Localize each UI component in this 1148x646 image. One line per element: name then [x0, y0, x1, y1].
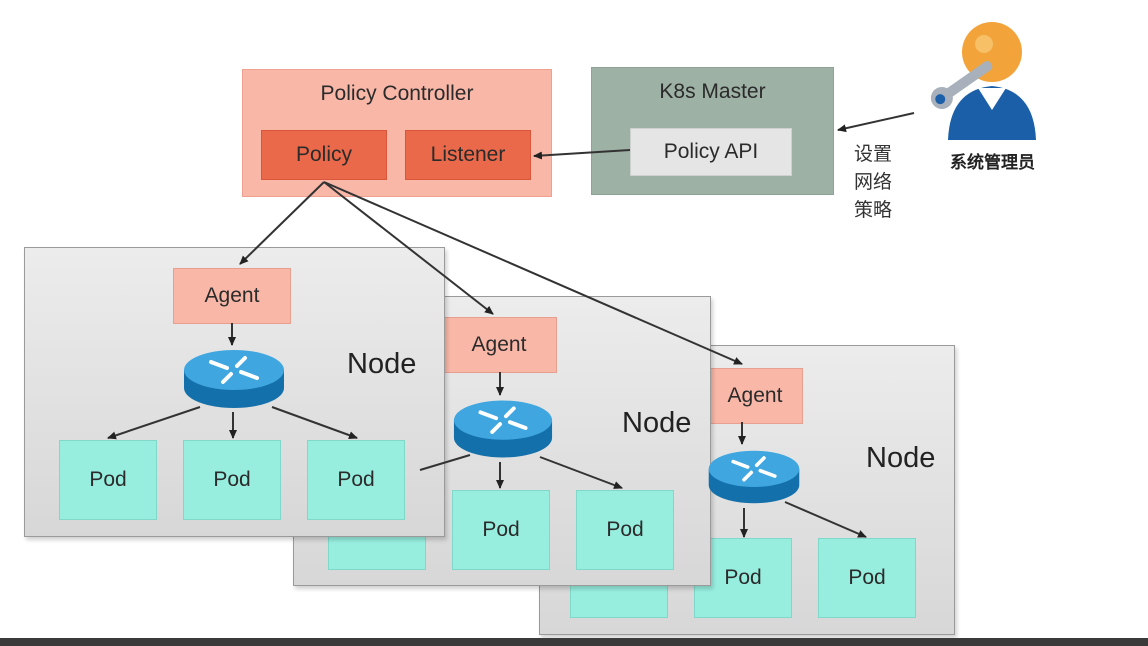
arrow-router3-to-pod3	[784, 501, 867, 538]
router-icon	[453, 400, 553, 458]
bottom-bar	[0, 638, 1148, 646]
node-1-label: Node	[347, 348, 417, 380]
listener-box: Listener	[405, 130, 531, 180]
arrow-policy-to-agent-1	[239, 181, 325, 265]
node-2-pod-2: Pod	[452, 490, 550, 570]
arrow-policy-to-agent-2	[323, 181, 494, 315]
admin-label: 系统管理员	[950, 153, 1035, 173]
arrow-router1-to-pod3	[271, 406, 358, 440]
node-3-agent: Agent	[707, 368, 803, 424]
arrow-admin-to-master	[837, 112, 915, 133]
arrow-router1-to-pod1	[107, 406, 201, 440]
node-2-pod-3: Pod	[576, 490, 674, 570]
router-icon	[708, 450, 800, 504]
node-1-pod-3: Pod	[307, 440, 405, 520]
node-2-label: Node	[622, 407, 692, 439]
admin-action-line: 网络	[854, 171, 893, 193]
admin-user-icon	[930, 22, 1036, 140]
arrow-policy-to-agent-3	[323, 181, 743, 365]
policy-api-box: Policy API	[630, 128, 792, 176]
arrow-router2-to-pod3	[539, 456, 623, 489]
admin-action-line: 设置	[854, 143, 893, 165]
admin-action-line: 策略	[854, 199, 893, 221]
node-3-pod-3: Pod	[818, 538, 916, 618]
node-1-agent: Agent	[173, 268, 291, 324]
policy-box: Policy	[261, 130, 387, 180]
node-1-pod-2: Pod	[183, 440, 281, 520]
router-icon	[184, 350, 284, 408]
admin-action-text: 设置 网络 策略	[854, 140, 894, 224]
arrow-api-to-listener	[533, 149, 631, 160]
node-3-label: Node	[866, 442, 936, 474]
node-1-pod-1: Pod	[59, 440, 157, 520]
node-2-agent: Agent	[441, 317, 557, 373]
arrow-router2-to-pod1	[419, 454, 471, 471]
